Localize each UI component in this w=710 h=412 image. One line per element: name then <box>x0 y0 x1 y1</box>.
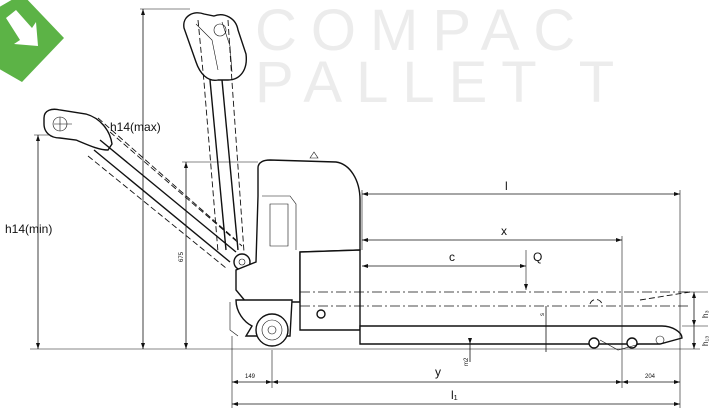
dimension-m2 <box>468 338 472 362</box>
dimension-h14-max <box>140 8 190 349</box>
label-h14-min: h14(min) <box>5 222 52 236</box>
label-Q: Q <box>533 250 542 264</box>
label-l1: l₁ <box>451 388 458 402</box>
watermark: COMPAC PALLET T <box>255 0 628 115</box>
label-c: c <box>449 250 455 264</box>
label-x: x <box>501 224 507 238</box>
dimension-h14-min <box>34 134 60 349</box>
dimension-675 <box>182 161 258 349</box>
label-l: l <box>505 179 508 193</box>
arrow-down-right-icon <box>6 10 38 46</box>
watermark-line-2: PALLET T <box>255 50 628 115</box>
dimension-l <box>361 190 681 408</box>
dimension-l1 <box>232 402 680 406</box>
tiller-lowered <box>43 108 243 269</box>
brand-logo <box>0 0 64 82</box>
label-675: 675 <box>179 251 185 262</box>
tiller-upright <box>183 12 247 253</box>
dimension-c <box>362 250 528 290</box>
label-204: 204 <box>645 374 656 380</box>
dimension-h13 <box>682 325 708 349</box>
dimension-bottom-row <box>231 336 680 408</box>
fork <box>300 291 691 351</box>
truck-body <box>229 151 361 347</box>
label-h3: h₃ <box>701 310 710 318</box>
watermark-line-1: COMPAC <box>255 0 589 63</box>
label-m2: m2 <box>464 357 470 366</box>
label-h13: h₁₃ <box>701 336 710 346</box>
label-149: 149 <box>245 374 256 380</box>
label-y: y <box>435 365 441 379</box>
label-h14-max: h14(max) <box>110 120 161 134</box>
dimension-h3 <box>682 291 708 326</box>
label-s: s <box>540 313 546 316</box>
dimension-x <box>362 236 623 388</box>
